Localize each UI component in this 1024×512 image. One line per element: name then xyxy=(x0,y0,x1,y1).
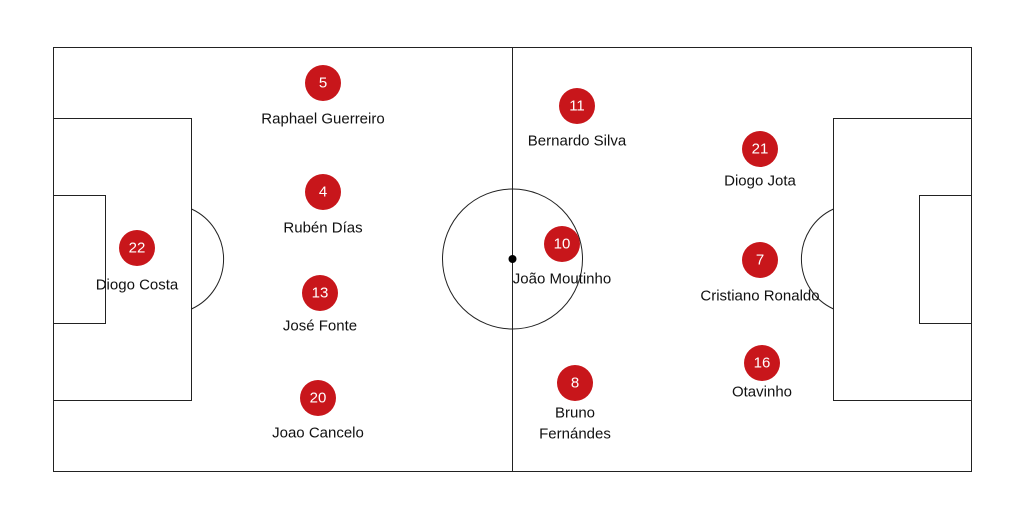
player-name: Otavinho xyxy=(732,384,792,401)
right-penalty-arc xyxy=(800,208,834,310)
player-name: Bernardo Silva xyxy=(528,133,627,150)
player-badge xyxy=(557,365,593,401)
player-number: 10 xyxy=(554,236,571,253)
player-number: 4 xyxy=(319,184,327,201)
player-number: 22 xyxy=(129,240,146,257)
player-name: Raphael Guerreiro xyxy=(261,111,384,128)
player-name: João Moutinho xyxy=(513,271,611,288)
player-name: Joao Cancelo xyxy=(272,425,364,442)
player-badge xyxy=(742,131,778,167)
right-goal-box xyxy=(919,195,972,324)
left-penalty-box xyxy=(53,118,192,401)
center-circle xyxy=(442,188,583,330)
right-penalty-box xyxy=(833,118,972,401)
player-name: Diogo Jota xyxy=(724,173,796,190)
player-badge xyxy=(544,226,580,262)
player-badge xyxy=(119,230,155,266)
player-number: 13 xyxy=(312,285,329,302)
pitch-markings xyxy=(53,47,972,472)
player-badge xyxy=(742,242,778,278)
player-badge xyxy=(305,65,341,101)
player-number: 21 xyxy=(752,141,769,158)
player-badge xyxy=(559,88,595,124)
player-number: 7 xyxy=(756,252,764,269)
player-number: 20 xyxy=(310,390,327,407)
player-number: 16 xyxy=(754,355,771,372)
player-number: 5 xyxy=(319,75,327,92)
player-number: 11 xyxy=(569,98,585,115)
player-badge xyxy=(300,380,336,416)
left-penalty-arc xyxy=(191,208,225,310)
player-number: 8 xyxy=(571,375,579,392)
player-name: Rubén Días xyxy=(283,220,362,237)
center-spot xyxy=(508,255,517,263)
player-name-line2: Fernándes xyxy=(539,426,611,443)
player-badge xyxy=(302,275,338,311)
player-name: Diogo Costa xyxy=(96,277,179,294)
player-name: José Fonte xyxy=(283,318,357,335)
player-name: Bruno xyxy=(555,405,595,422)
player-badge xyxy=(305,174,341,210)
left-goal-box xyxy=(53,195,106,324)
player-name: Cristiano Ronaldo xyxy=(700,288,819,305)
player-badge xyxy=(744,345,780,381)
